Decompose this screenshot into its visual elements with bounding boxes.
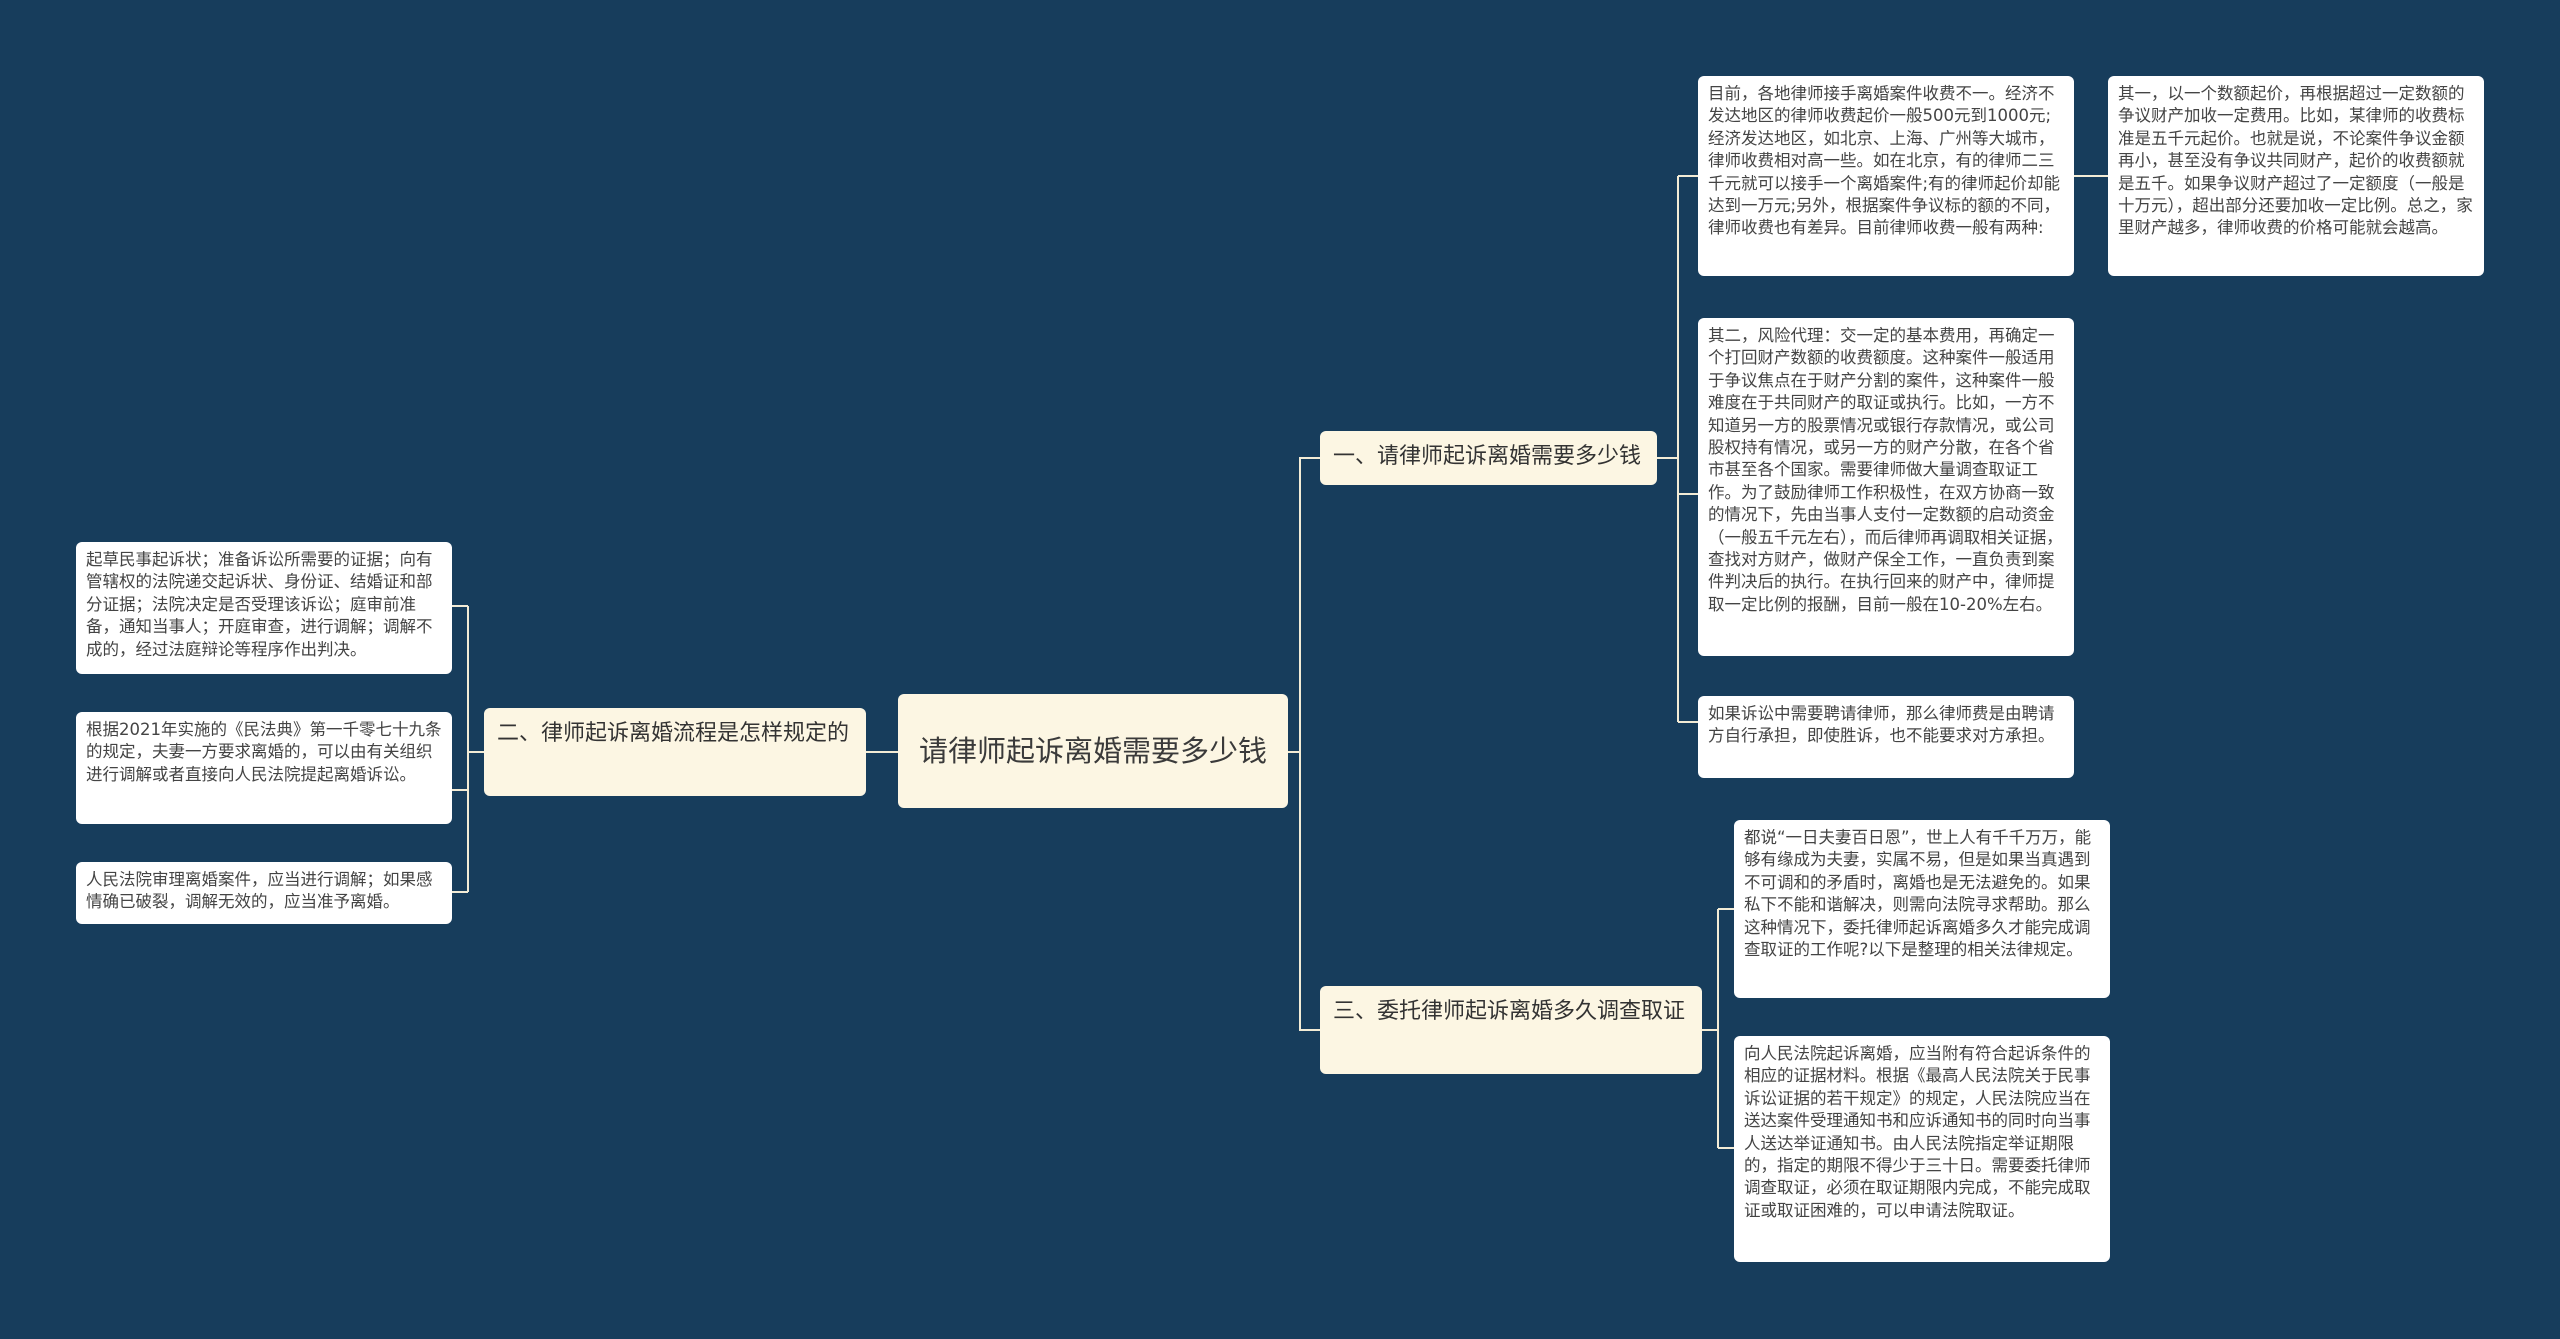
leaf-text: 其一，以一个数额起价，再根据超过一定数额的争议财产加收一定费用。比如，某律师的收…	[2118, 84, 2473, 238]
leaf-node-intro[interactable]: 都说“一日夫妻百日恩”，世上人有千千万万，能够有缘成为夫妻，实属不易，但是如果当…	[1734, 820, 2110, 998]
leaf-text: 目前，各地律师接手离婚案件收费不一。经济不发达地区的律师收费起价一般500元到1…	[1708, 84, 2061, 238]
leaf-text: 根据2021年实施的《民法典》第一千零七十九条的规定，夫妻一方要求离婚的，可以由…	[86, 720, 442, 784]
leaf-node-procedure-steps[interactable]: 起草民事起诉状；准备诉讼所需要的证据；向有管辖权的法院递交起诉状、身份证、结婚证…	[76, 542, 452, 674]
branch-node-divorce-procedure[interactable]: 二、律师起诉离婚流程是怎样规定的	[484, 708, 866, 796]
leaf-text: 其二，风险代理：交一定的基本费用，再确定一个打回财产数额的收费额度。这种案件一般…	[1708, 326, 2063, 614]
leaf-text: 向人民法院起诉离婚，应当附有符合起诉条件的相应的证据材料。根据《最高人民法院关于…	[1744, 1044, 2091, 1220]
leaf-node-risk-agency[interactable]: 其二，风险代理：交一定的基本费用，再确定一个打回财产数额的收费额度。这种案件一般…	[1698, 318, 2074, 656]
leaf-node-mediation[interactable]: 人民法院审理离婚案件，应当进行调解；如果感情确已破裂，调解无效的，应当准予离婚。	[76, 862, 452, 924]
branch-label: 一、请律师起诉离婚需要多少钱	[1333, 444, 1642, 469]
connector-b3-items	[1702, 908, 1734, 1149]
connector-b2-items	[452, 605, 484, 893]
leaf-node-civil-code[interactable]: 根据2021年实施的《民法典》第一千零七十九条的规定，夫妻一方要求离婚的，可以由…	[76, 712, 452, 824]
connector-root-b3	[1288, 751, 1320, 1031]
branch-label: 二、律师起诉离婚流程是怎样规定的	[497, 721, 850, 746]
leaf-node-fee-overview[interactable]: 目前，各地律师接手离婚案件收费不一。经济不发达地区的律师收费起价一般500元到1…	[1698, 76, 2074, 276]
leaf-text: 起草民事起诉状；准备诉讼所需要的证据；向有管辖权的法院递交起诉状、身份证、结婚证…	[86, 550, 433, 659]
branch-node-lawyer-fees[interactable]: 一、请律师起诉离婚需要多少钱	[1320, 431, 1657, 485]
leaf-text: 人民法院审理离婚案件，应当进行调解；如果感情确已破裂，调解无效的，应当准予离婚。	[86, 870, 433, 912]
connector-root-b1	[1288, 457, 1320, 753]
leaf-node-fee-bearer[interactable]: 如果诉讼中需要聘请律师，那么律师费是由聘请方自行承担，即使胜诉，也不能要求对方承…	[1698, 696, 2074, 778]
root-node[interactable]: 请律师起诉离婚需要多少钱	[898, 694, 1288, 808]
leaf-text: 都说“一日夫妻百日恩”，世上人有千千万万，能够有缘成为夫妻，实属不易，但是如果当…	[1744, 828, 2092, 960]
leaf-node-evidence-rules[interactable]: 向人民法院起诉离婚，应当附有符合起诉条件的相应的证据材料。根据《最高人民法院关于…	[1734, 1036, 2110, 1262]
leaf-node-fixed-fee[interactable]: 其一，以一个数额起价，再根据超过一定数额的争议财产加收一定费用。比如，某律师的收…	[2108, 76, 2484, 276]
branch-node-evidence-period[interactable]: 三、委托律师起诉离婚多久调查取证	[1320, 986, 1702, 1074]
branch-label: 三、委托律师起诉离婚多久调查取证	[1333, 999, 1686, 1024]
leaf-text: 如果诉讼中需要聘请律师，那么律师费是由聘请方自行承担，即使胜诉，也不能要求对方承…	[1708, 704, 2055, 746]
root-label: 请律师起诉离婚需要多少钱	[918, 734, 1267, 768]
connector-b1-items	[1657, 175, 1698, 723]
